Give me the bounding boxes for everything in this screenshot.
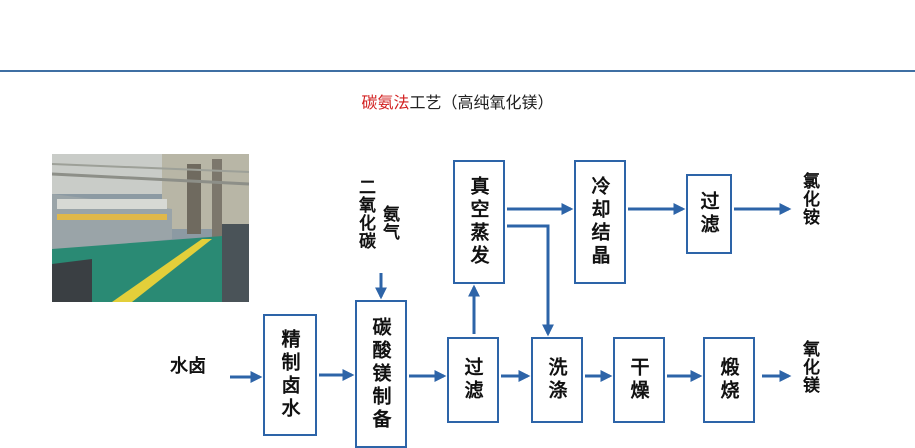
drying-box: 干燥 <box>613 337 665 423</box>
drying-label: 干燥 <box>627 357 650 403</box>
mgco3-prep-label: 碳酸镁制备 <box>369 316 392 432</box>
washing-box: 洗涤 <box>531 337 583 423</box>
filter-box-2: 过滤 <box>686 174 732 254</box>
co2-input-label: 二氧化碳 <box>355 178 375 250</box>
factory-photo-illustration <box>52 154 249 302</box>
calcination-box: 煅烧 <box>703 337 755 423</box>
header-rule <box>0 70 915 72</box>
arrow-vacuum-to-wash <box>507 224 554 337</box>
vacuum-evaporation-box: 真空蒸发 <box>453 160 505 284</box>
magnesium-oxide-output: 氧化镁 <box>799 340 819 394</box>
mgco3-prep-box: 碳酸镁制备 <box>355 300 407 448</box>
refined-brine-label: 精制卤水 <box>278 329 301 421</box>
page-title: 碳氨法工艺（高纯氧化镁） <box>0 89 915 113</box>
refined-brine-box: 精制卤水 <box>263 314 317 436</box>
ammonia-input-label: 氨气 <box>379 205 399 241</box>
factory-photo <box>52 154 249 302</box>
cooling-crystallization-box: 冷却结晶 <box>574 160 626 284</box>
ammonium-chloride-output: 氯化铵 <box>799 172 819 226</box>
title-highlight: 碳氨法 <box>361 93 410 112</box>
title-rest: 工艺（高纯氧化镁） <box>409 93 554 112</box>
filter-box-1: 过滤 <box>447 337 499 423</box>
washing-label: 洗涤 <box>545 357 568 403</box>
brine-input-label: 水卤 <box>170 356 206 377</box>
filter-label-1: 过滤 <box>461 357 484 403</box>
filter-label-2: 过滤 <box>697 191 720 237</box>
cooling-crystallization-label: 冷却结晶 <box>588 176 611 268</box>
vacuum-evaporation-label: 真空蒸发 <box>467 176 490 268</box>
calcination-label: 煅烧 <box>717 357 740 403</box>
